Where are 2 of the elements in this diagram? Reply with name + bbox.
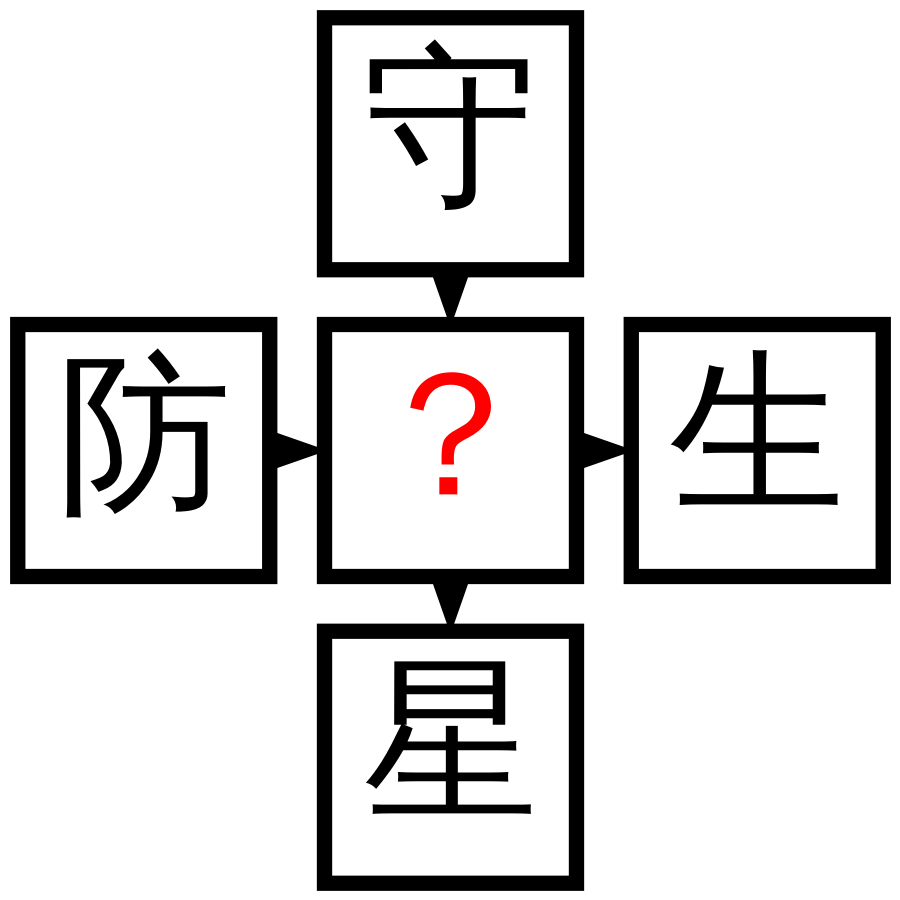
node-box: 星 <box>316 623 584 890</box>
node-box: 生 <box>623 316 890 584</box>
